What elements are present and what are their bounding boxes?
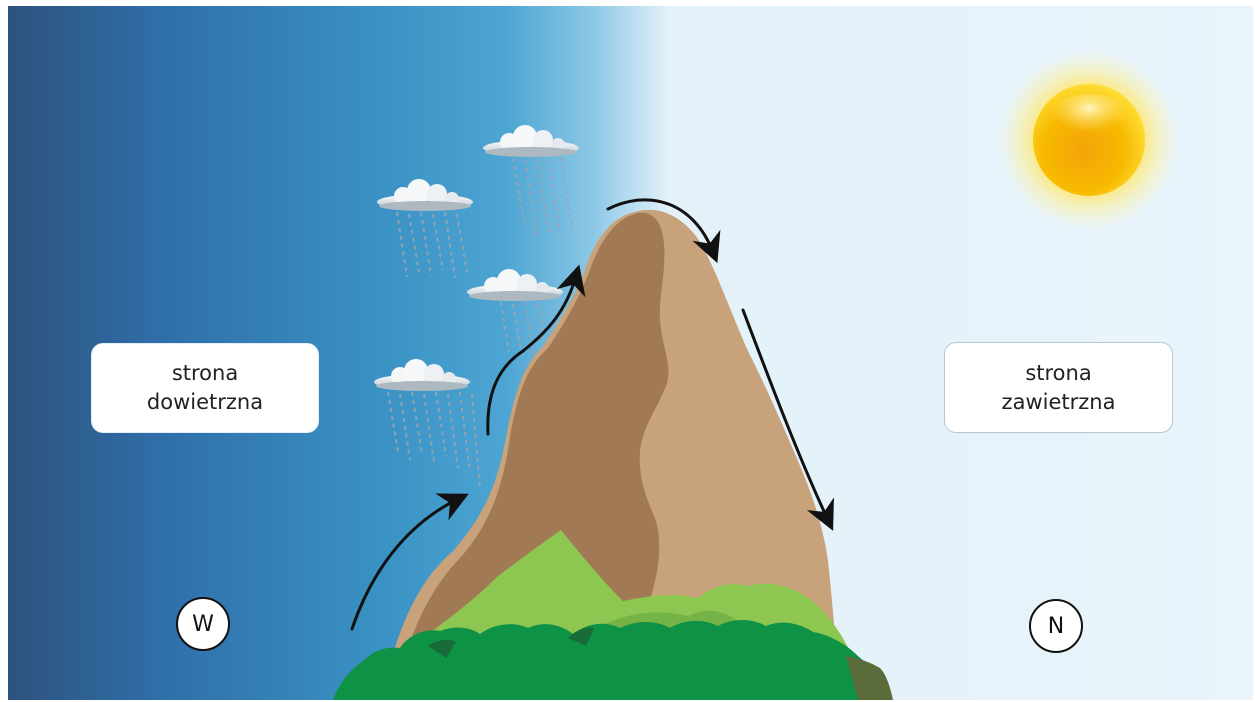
windward-label-line1: strona (172, 359, 238, 388)
north-direction-marker: N (1029, 599, 1083, 653)
windward-label-line2: dowietrzna (147, 388, 263, 417)
leeward-label-line1: strona (1025, 359, 1091, 388)
leeward-side-label: strona zawietrzna (944, 342, 1173, 433)
foehn-diagram: strona dowietrzna strona zawietrzna W N (8, 6, 1253, 700)
west-letter: W (192, 612, 214, 637)
west-direction-marker: W (176, 597, 230, 651)
sun-icon (999, 50, 1179, 230)
leeward-label-line2: zawietrzna (1002, 388, 1116, 417)
windward-side-label: strona dowietrzna (91, 343, 319, 433)
north-letter: N (1048, 614, 1064, 639)
